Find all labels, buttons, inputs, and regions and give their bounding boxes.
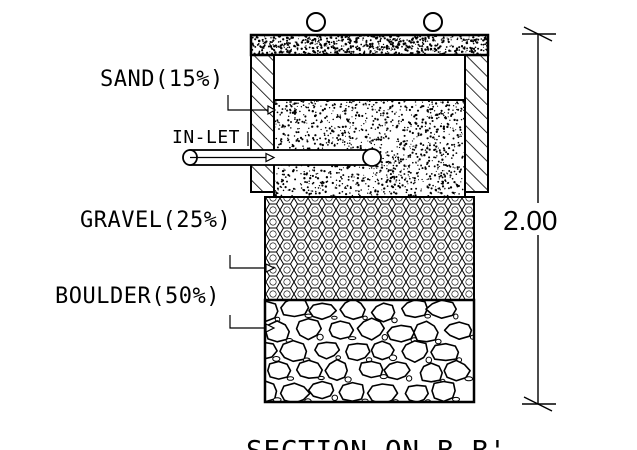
left-wall (250, 54, 275, 193)
sand-leader (227, 95, 274, 111)
top-cover-slab (249, 33, 490, 57)
cover-knobs (306, 12, 443, 32)
boulder-label: BOULDER(50%) (55, 284, 220, 309)
sand-label: SAND(15%) (100, 67, 224, 92)
right-wall (464, 54, 489, 193)
height-dimension-value: 2.00 (503, 205, 558, 236)
section-title: SECTION ON B-B' (246, 434, 506, 450)
gravel-leader (229, 255, 272, 269)
cover-knob-right (423, 12, 443, 32)
gravel-label: GRAVEL(25%) (80, 208, 231, 233)
inlet-pipe (182, 148, 382, 167)
gravel-layer (264, 196, 475, 301)
empty-chamber (273, 54, 466, 101)
inlet-label: IN-LET (172, 127, 240, 148)
leader-lines (227, 95, 277, 333)
boulder-layer (263, 298, 476, 404)
boulder-leader (229, 315, 272, 329)
cover-knob-left (306, 12, 326, 32)
